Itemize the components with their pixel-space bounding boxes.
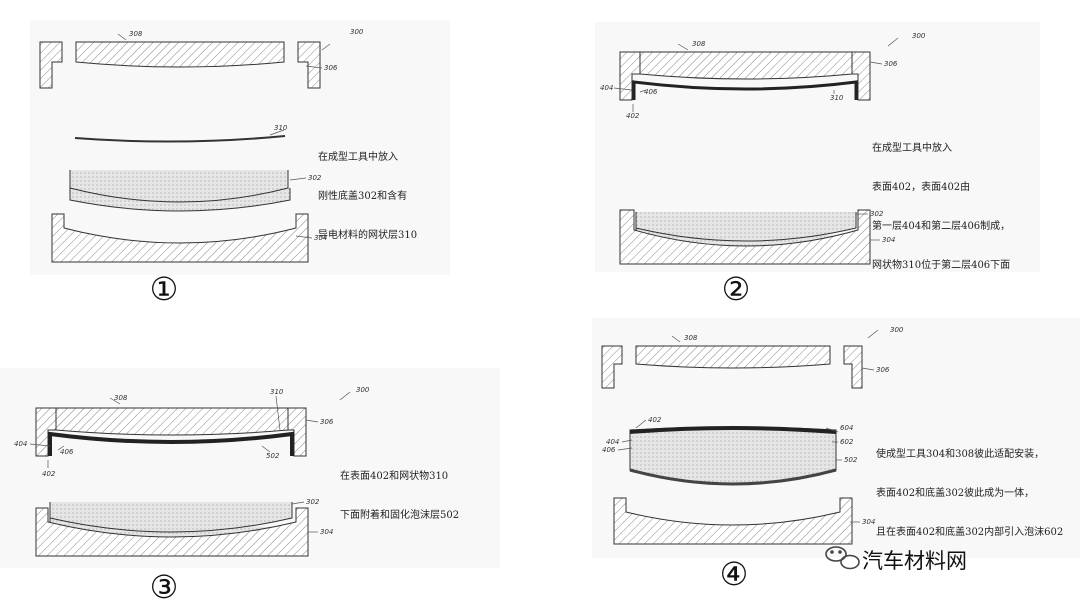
panel-3-label-surface: 402: [42, 470, 56, 478]
panel-2-desc-line: 第一层404和第二层406制成，: [872, 221, 1011, 232]
panel-2-label-device: 300: [912, 32, 926, 40]
panel-4-desc-line: 且在表面402和底盖302内部引入泡沫602: [876, 527, 1064, 538]
panel-4-label-foam: 602: [840, 438, 854, 446]
panel-3-leaders: [29, 391, 351, 533]
panel-1-left-block: [39, 41, 63, 89]
panel-3-label-mesh: 310: [270, 388, 284, 396]
step-number-2: ②: [721, 270, 751, 308]
panel-2-bottom-tool: [619, 209, 871, 265]
panel-4-label-top-tool: 308: [684, 334, 698, 342]
panel-3-label-top-tool: 308: [114, 394, 128, 402]
panel-2-description: 在成型工具中放入 表面402，表面402由 第一层404和第二层406制成， 网…: [872, 116, 1010, 285]
panel-1-cover: [69, 170, 291, 212]
panel-2-top-tool: [639, 51, 853, 80]
panel-2-label-cover: 302: [870, 210, 884, 218]
panel-4-label-side-block: 306: [876, 366, 890, 374]
panel-2-desc-line: 表面402，表面402由: [872, 182, 971, 193]
panel-4-leaders: [617, 329, 879, 523]
panel-1-mesh: [74, 135, 286, 143]
panel-1-figure: [39, 41, 321, 263]
panel-2-label-second-layer: 406: [644, 88, 658, 96]
panel-1-label-top-tool: 308: [129, 30, 143, 38]
panel-2-leaders: [613, 37, 899, 241]
panel-2-surface-layers: [632, 80, 858, 100]
panel-1-label-device: 300: [350, 28, 364, 36]
panel-1-label-side-block: 306: [324, 64, 338, 72]
panel-1-label-cover: 302: [308, 174, 322, 182]
panel-3-figure: [35, 407, 309, 557]
panel-4-foam-body: [629, 426, 837, 485]
panel-3-label-first-layer: 404: [14, 440, 27, 448]
panel-3-bottom-tool: [35, 507, 309, 557]
panel-2-label-surface: 402: [626, 112, 640, 120]
panel-4-label-second-layer: 406: [602, 446, 616, 454]
panel-4-label-device: 300: [890, 326, 904, 334]
panel-4-label-foam-edge: 604: [840, 424, 853, 432]
panel-4-description: 使成型工具304和308彼此适配安装， 表面402和底盖302彼此成为一体， 且…: [876, 422, 1063, 552]
panel-1-desc-line: 刚性底盖302和含有: [318, 191, 408, 202]
panel-4-bottom-tool: [613, 497, 853, 545]
panel-3-label-bottom-tool: 304: [320, 528, 333, 536]
panel-2-label-side-block: 306: [884, 60, 898, 68]
panel-2-desc-line: 网状物310位于第二层406下面: [872, 260, 1011, 271]
panel-2-label-bottom-tool: 304: [882, 236, 895, 244]
watermark-text: 汽车材料网: [862, 549, 967, 573]
panel-4-right-block: [843, 345, 863, 389]
panel-3-label-cover: 302: [306, 498, 320, 506]
step-number-4: ④: [719, 555, 749, 593]
panel-4-label-first-layer: 404: [606, 438, 619, 446]
panel-3-top-tool: [55, 407, 289, 436]
panel-1-top-tool: [75, 41, 285, 68]
panel-3-label-second-layer: 406: [60, 448, 74, 456]
panel-2-desc-line: 在成型工具中放入: [872, 143, 952, 154]
panel-2-label-mesh: 310: [830, 94, 844, 102]
panel-1-bottom-tool: [51, 213, 309, 263]
panel-4-figure: [601, 345, 863, 545]
panel-1-right-block: [297, 41, 321, 89]
panel-1-leaders: [117, 33, 331, 239]
panel-4-top-tool: [635, 345, 831, 369]
panel-4-desc-line: 使成型工具304和308彼此适配安装，: [876, 449, 1045, 460]
panel-3-label-foam-layer: 502: [266, 452, 280, 460]
panel-2-label-top-tool: 308: [692, 40, 706, 48]
watermark-logo-icon: [825, 546, 860, 570]
panel-4-left-block: [601, 345, 623, 389]
panel-4-label-cover: 502: [844, 456, 858, 464]
panel-3-description: 在表面402和网状物310 下面附着和固化泡沫层502: [340, 444, 459, 535]
panel-4-label-bottom-tool: 304: [862, 518, 875, 526]
panel-1-label-mesh: 310: [274, 124, 288, 132]
panel-4-label-surface: 402: [648, 416, 662, 424]
panel-3-surface-foam: [48, 431, 294, 456]
panel-1-desc-line: 导电材料的网状层310: [318, 230, 418, 241]
panel-2-label-first-layer: 404: [600, 84, 613, 92]
panel-1-label-bottom-tool: 304: [314, 234, 327, 242]
step-number-3: ③: [149, 568, 179, 606]
panel-4-cover-rim: [629, 468, 837, 486]
panel-4-surface: [629, 426, 837, 434]
panel-2-figure: [619, 51, 871, 265]
panel-3-desc-line: 下面附着和固化泡沫层502: [340, 510, 460, 521]
panel-1-description: 在成型工具中放入 刚性底盖302和含有 导电材料的网状层310: [318, 125, 417, 255]
panel-4-desc-line: 表面402和底盖302彼此成为一体，: [876, 488, 1035, 499]
step-number-1: ①: [149, 270, 179, 308]
panel-3-desc-line: 在表面402和网状物310: [340, 471, 449, 482]
panel-3-label-side-block: 306: [320, 418, 334, 426]
panel-1-desc-line: 在成型工具中放入: [318, 152, 398, 163]
panel-3-label-device: 300: [356, 386, 370, 394]
